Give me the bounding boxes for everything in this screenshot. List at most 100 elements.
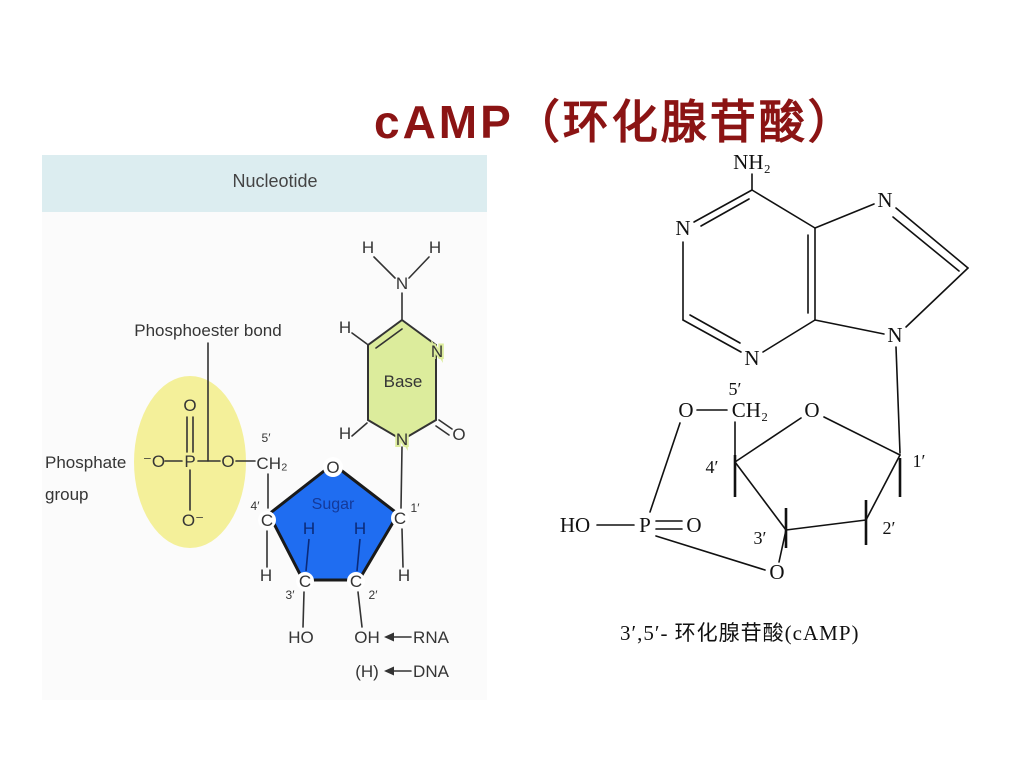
bond-line: [865, 454, 901, 521]
sugar-c2-oh: OH: [354, 628, 380, 647]
camp-o5: O: [678, 398, 693, 422]
bond-line: [373, 256, 396, 279]
dna-label: DNA: [413, 662, 450, 681]
sugar-ring: [267, 462, 400, 582]
bond-line: [895, 207, 969, 269]
bond-line: [682, 319, 742, 353]
cyclic-phosphate-bonds: [596, 422, 766, 571]
phosphate-group-highlight: [134, 376, 246, 548]
atom-background: [347, 572, 365, 590]
camp-1-prime: 1′: [913, 451, 926, 471]
bond-line: [438, 419, 453, 430]
phosphate-ester-o: O: [221, 452, 234, 471]
camp-n9: N: [887, 323, 902, 347]
bond-line: [892, 216, 960, 272]
camp-n1: N: [675, 216, 690, 240]
bond-line: [302, 591, 305, 628]
camp-o3: O: [769, 560, 784, 584]
bond-line: [356, 538, 361, 572]
camp-4-prime: 4′: [706, 457, 719, 477]
camp-n3: N: [744, 346, 759, 370]
nucleotide-header: Nucleotide: [232, 171, 317, 191]
nucleotide-diagram: Nucleotide Phosphate group Phosphoester …: [42, 155, 487, 700]
bond-line: [351, 422, 368, 437]
phosphate-bonds: [164, 416, 269, 511]
camp-amino: NH₂: [733, 150, 771, 174]
camp-ho: HO: [560, 513, 590, 537]
bond-line: [400, 446, 403, 509]
sugar-c4: C: [261, 511, 273, 530]
bond-line: [814, 203, 875, 229]
sugar-c3-oh: HO: [288, 628, 314, 647]
bond-line: [649, 422, 681, 513]
bond-line: [762, 319, 816, 353]
phosphate-double-o: O: [183, 396, 196, 415]
sugar-h-c3-up: H: [303, 519, 315, 538]
bond-line: [700, 198, 750, 227]
base-h-upper: H: [339, 318, 351, 337]
phosphate-group-label-line1: Phosphate: [45, 453, 126, 472]
position-5-prime: 5′: [262, 431, 272, 445]
bond-line: [814, 319, 885, 335]
sugar-label: Sugar: [312, 496, 355, 513]
ribose-bonds: [696, 409, 902, 563]
bond-line: [734, 417, 802, 463]
bond-line: [778, 529, 787, 563]
nucleotide-panel-background: [42, 212, 487, 700]
sugar-ring-o: O: [326, 458, 339, 477]
sugar-h-c4-down: H: [260, 566, 272, 585]
base-h-lower: H: [339, 424, 351, 443]
camp-3-prime: 3′: [754, 528, 767, 548]
base-ring-n-glycosidic: N: [396, 430, 408, 449]
sugar-c1-prime: 1′: [411, 501, 421, 515]
camp-structure: NH₂ N N N N 5′ O CH₂ O 4′ 1′ HO P O 3′ 2…: [560, 150, 969, 645]
camp-n7: N: [877, 188, 892, 212]
atom-background: [296, 572, 314, 590]
base-label: Base: [384, 372, 423, 391]
sugar-c3: C: [299, 572, 311, 591]
base-amino-n: N: [396, 274, 408, 293]
camp-ch2: CH₂: [732, 398, 769, 422]
sugar-c3-prime: 3′: [286, 588, 296, 602]
bond-line: [823, 416, 901, 456]
phosphate-ch2: CH₂: [256, 454, 287, 473]
base-carbonyl-o: O: [452, 425, 465, 444]
bond-line: [655, 535, 766, 571]
bond-line: [693, 189, 753, 223]
phosphate-p: P: [184, 452, 195, 471]
base-ring: [367, 318, 437, 442]
bond-line: [895, 346, 901, 454]
sugar-c2: C: [350, 572, 362, 591]
slide-title: cAMP（环化腺苷酸）: [374, 96, 857, 148]
dna-arrow-icon: [384, 666, 412, 676]
bond-line: [401, 528, 404, 568]
base-amino-h-left: H: [362, 238, 374, 257]
bond-line: [689, 314, 741, 344]
base-amino-h-right: H: [429, 238, 441, 257]
bond-line: [357, 591, 363, 628]
camp-caption: 3′,5′- 环化腺苷酸(cAMP): [620, 621, 860, 645]
bond-line: [351, 332, 368, 345]
base-bonds: [351, 256, 453, 509]
sugar-c4-prime: 4′: [251, 499, 261, 513]
bond-line: [734, 461, 787, 531]
rna-arrow-icon: [384, 632, 412, 642]
bond-line: [375, 328, 403, 349]
atom-background: [391, 509, 409, 527]
sugar-atom-backgrounds: [258, 457, 409, 590]
sugar-c2-h: (H): [355, 662, 379, 681]
camp-2-prime: 2′: [883, 518, 896, 538]
camp-p: P: [639, 513, 651, 537]
base-ring-n-upper: N: [431, 342, 443, 361]
phosphoester-bond-label: Phosphoester bond: [134, 321, 281, 340]
bond-line: [751, 189, 816, 229]
phosphate-o-minus-bottom: O⁻: [182, 511, 204, 530]
atom-background: [323, 457, 343, 477]
camp-5-prime: 5′: [729, 379, 742, 399]
sugar-c1: C: [394, 509, 406, 528]
camp-p-double-o: O: [686, 513, 701, 537]
bond-line: [785, 519, 867, 531]
sugar-bonds: [266, 528, 404, 628]
nucleotide-header-band: [42, 155, 487, 212]
